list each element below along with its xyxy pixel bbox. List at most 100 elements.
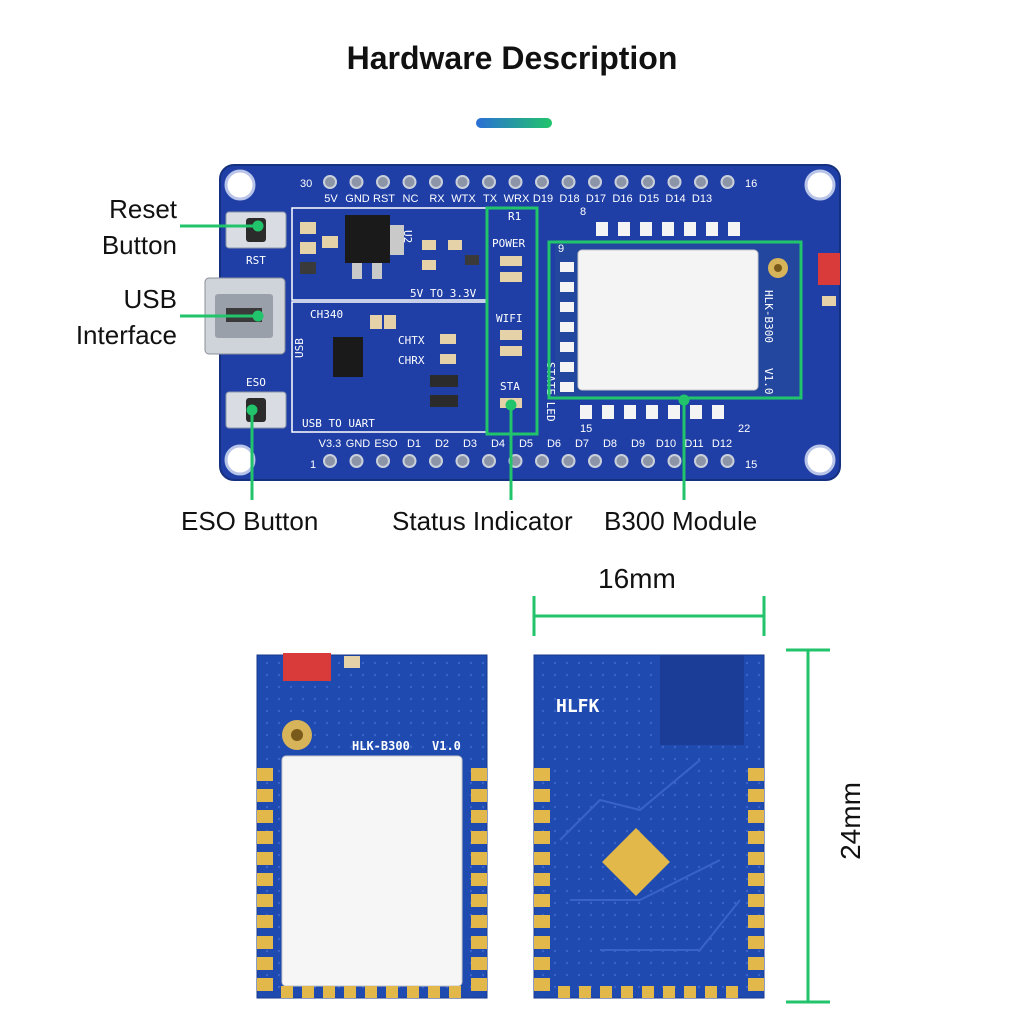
castellated-pad (534, 852, 550, 865)
castellated-pad (748, 810, 764, 823)
top-pin-label: RST (373, 193, 395, 205)
module-pad (560, 282, 574, 292)
module-pad (560, 262, 574, 272)
header-pin-hole (455, 175, 470, 189)
header-pin-hole (641, 454, 655, 468)
width-dimension-label: 16mm (598, 563, 676, 594)
bottom-pin-label: D3 (463, 438, 477, 450)
bottom-pin-label: D2 (435, 438, 449, 450)
castellated-pad (257, 852, 273, 865)
bottom-pin-label: D5 (519, 438, 533, 450)
module-pad (560, 322, 574, 332)
front-module-name: HLK-B300 (352, 739, 410, 753)
reset-callout-line2: Button (101, 230, 177, 260)
module-pad (596, 222, 608, 236)
module-pad (690, 405, 702, 419)
front-antenna-patch (283, 653, 331, 681)
header-pin-hole (349, 454, 364, 468)
header-pin-hole (667, 454, 682, 468)
board-module-shield (577, 249, 759, 391)
ch340-silk: CH340 (310, 308, 343, 321)
castellated-pad (471, 915, 487, 928)
castellated-pad (471, 873, 487, 886)
castellated-pad (748, 957, 764, 970)
pin-number-30: 30 (300, 178, 312, 190)
castellated-pad (365, 986, 377, 998)
top-pin-label: RX (429, 193, 445, 205)
top-pin-label: WRX (504, 193, 530, 205)
header-pin-hole (694, 454, 708, 468)
module-pad (706, 222, 718, 236)
usb-callout-line2: Interface (75, 320, 177, 350)
bottom-pin-label: GND (346, 438, 371, 450)
board-module-silk: HLK-B300 (762, 290, 775, 343)
castellated-pad (471, 831, 487, 844)
castellated-pad (579, 986, 591, 998)
bottom-pin-label: D6 (547, 438, 561, 450)
header-pin-hole (614, 454, 629, 468)
pin-number-1: 1 (310, 459, 316, 471)
castellated-pad (642, 986, 654, 998)
rst-silk: RST (246, 254, 266, 267)
header-pin-hole (694, 175, 708, 189)
header-pin-hole (508, 175, 523, 189)
castellated-pad (471, 936, 487, 949)
page-title: Hardware Description (346, 40, 678, 76)
castellated-pad (344, 986, 356, 998)
castellated-pad (534, 873, 550, 886)
bottom-pin-label: D11 (684, 438, 703, 450)
header-pin-hole (402, 454, 417, 468)
header-pin-hole (720, 454, 735, 468)
header-pin-hole (614, 175, 629, 189)
castellated-pad (323, 986, 335, 998)
castellated-pad (534, 894, 550, 907)
bottom-pin-label: D10 (656, 438, 676, 450)
voltage-regulator (345, 215, 390, 263)
regulator-silk: 5V TO 3.3V (410, 287, 477, 300)
top-pin-label: WTX (451, 193, 476, 205)
module-pad (728, 222, 740, 236)
dimension-lines (532, 596, 830, 1004)
bottom-pin-label: D9 (631, 438, 645, 450)
castellated-pad (534, 789, 550, 802)
module-pad (602, 405, 614, 419)
ch340-chip (333, 337, 363, 377)
castellated-pad (257, 936, 273, 949)
back-ground-pad (602, 828, 670, 896)
eso-silk: ESO (246, 376, 266, 389)
bottom-pin-label: D7 (575, 438, 589, 450)
top-pin-label: 5V (324, 193, 338, 205)
castellated-pad (534, 915, 550, 928)
mounting-hole (804, 169, 836, 201)
castellated-pad (534, 957, 550, 970)
reset-button-callout: Reset Button (60, 191, 177, 263)
module-pad (560, 362, 574, 372)
module-pin-8: 8 (580, 206, 586, 218)
usb-interface-callout: USB Interface (40, 281, 177, 353)
module-pin-15: 15 (580, 423, 592, 435)
bottom-pin-label: D4 (491, 438, 505, 450)
castellated-pad (663, 986, 675, 998)
castellated-pad (407, 986, 419, 998)
header-pin-hole (535, 175, 549, 189)
usb-to-uart-silk: USB TO UART (302, 417, 375, 430)
castellated-pad (257, 915, 273, 928)
castellated-pad (302, 986, 314, 998)
castellated-pad (471, 852, 487, 865)
castellated-pad (428, 986, 440, 998)
top-pin-label: D18 (559, 193, 579, 205)
castellated-pad (257, 873, 273, 886)
castellated-pad (471, 768, 487, 781)
header-pin-hole (720, 175, 735, 189)
castellated-pad (471, 957, 487, 970)
bottom-pin-label: D8 (603, 438, 617, 450)
back-brand: HLFK (556, 696, 600, 717)
top-pin-label: D14 (665, 193, 685, 205)
castellated-pad (684, 986, 696, 998)
castellated-pad (621, 986, 633, 998)
module-pad (560, 342, 574, 352)
castellated-pad (748, 852, 764, 865)
